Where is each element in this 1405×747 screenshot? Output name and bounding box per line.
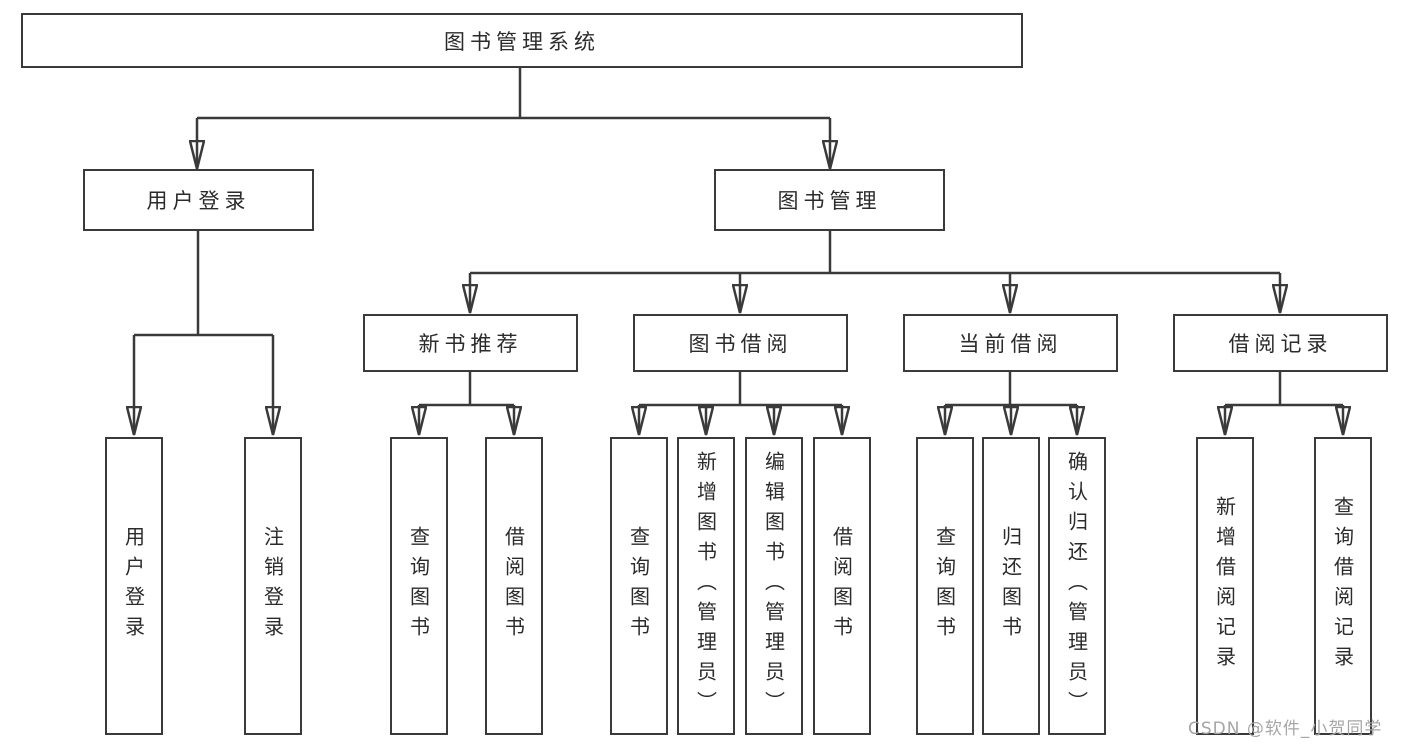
leaf-records-query-borrow-record: 查询借阅记录 (1314, 437, 1372, 735)
node-current-borrow: 当前借阅 (903, 314, 1118, 372)
csdn-watermark: CSDN @软件_小贺同学 (1188, 719, 1383, 739)
connector-new-book-recommend-fork (419, 372, 514, 434)
leaf-current-return-books: 归还图书 (982, 437, 1040, 735)
leaf-current-query-books: 查询图书 (916, 437, 974, 735)
connector-current-borrow-fork (945, 372, 1077, 434)
node-new-book-recommend: 新书推荐 (363, 314, 578, 372)
connector-user-login-fork (134, 231, 273, 434)
node-book-borrow: 图书借阅 (633, 314, 848, 372)
leaf-borrow-query-books: 查询图书 (610, 437, 668, 735)
node-borrow-records: 借阅记录 (1173, 314, 1388, 372)
leaf-user-login: 用户登录 (105, 437, 163, 735)
leaf-current-confirm-return-admin: 确认归还（管理员） (1048, 437, 1106, 735)
node-root-library-management-system: 图书管理系统 (21, 13, 1023, 68)
leaf-recommend-query-books: 查询图书 (390, 437, 448, 735)
leaf-records-add-borrow-record: 新增借阅记录 (1196, 437, 1254, 735)
node-user-login: 用户登录 (83, 169, 314, 231)
node-book-management: 图书管理 (714, 169, 945, 231)
leaf-recommend-borrow-books: 借阅图书 (485, 437, 543, 735)
connector-book-borrow-fork (639, 372, 842, 434)
leaf-borrow-borrow-books: 借阅图书 (813, 437, 871, 735)
leaf-borrow-add-books-admin: 新增图书（管理员） (677, 437, 735, 735)
connector-borrow-records-fork (1225, 372, 1343, 434)
leaf-borrow-edit-books-admin: 编辑图书（管理员） (745, 437, 803, 735)
leaf-logout: 注销登录 (244, 437, 302, 735)
connector-root-to-level2 (197, 68, 830, 168)
connector-book-management-to-level3 (470, 231, 1280, 312)
